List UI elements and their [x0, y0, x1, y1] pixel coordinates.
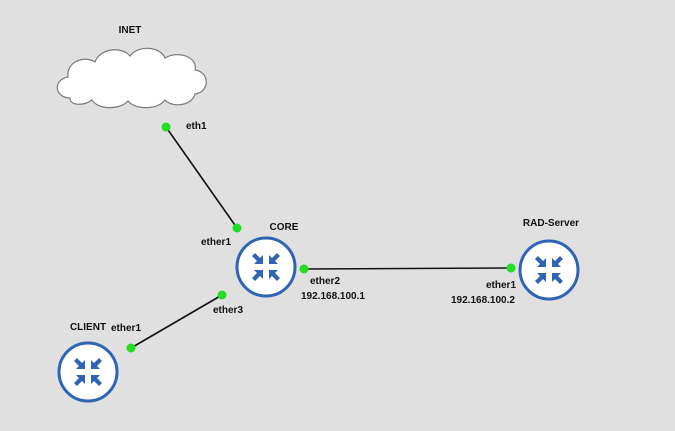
port-label-core-ether2: ether2	[310, 276, 340, 287]
port-dot-core-ether3[interactable]	[217, 290, 227, 300]
router-icon[interactable]	[518, 239, 580, 301]
port-dot-core-ether2[interactable]	[299, 264, 309, 274]
link-core-rad[interactable]	[303, 267, 512, 270]
port-dot-rad-ether1[interactable]	[506, 263, 516, 273]
router-icon[interactable]	[57, 341, 119, 403]
port-dot-core-ether1[interactable]	[232, 223, 242, 233]
router-icon[interactable]	[235, 236, 297, 298]
node-label-rad-server: RAD-Server	[523, 218, 579, 229]
port-dot-inet-eth1[interactable]	[161, 122, 171, 132]
link-core-client[interactable]	[130, 294, 223, 349]
node-label-core: CORE	[270, 222, 299, 233]
ip-label-rad-ether1: 192.168.100.2	[451, 295, 515, 306]
cloud-icon[interactable]	[56, 47, 207, 109]
node-label-inet: INET	[119, 25, 142, 36]
port-label-core-ether3: ether3	[213, 305, 243, 316]
port-label-inet-eth1: eth1	[186, 121, 207, 132]
ip-label-core-ether2: 192.168.100.1	[301, 291, 365, 302]
node-label-client: CLIENT	[70, 322, 106, 333]
port-dot-client-ether1[interactable]	[126, 343, 136, 353]
port-label-client-ether1: ether1	[111, 323, 141, 334]
port-label-rad-ether1: ether1	[486, 280, 516, 291]
link-inet-core[interactable]	[165, 126, 238, 229]
port-label-core-ether1: ether1	[201, 237, 231, 248]
